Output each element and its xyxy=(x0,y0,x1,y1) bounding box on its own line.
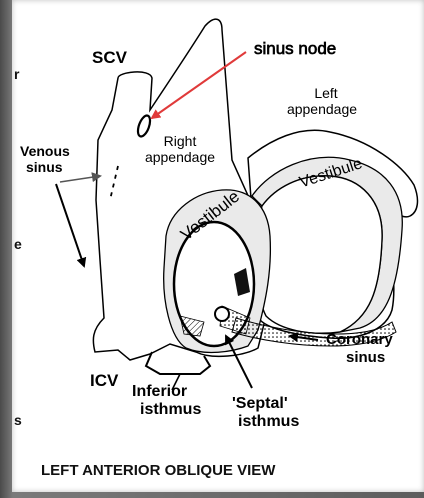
label-sinus-node: sinus node xyxy=(254,39,336,58)
label-inferior-isthmus-1: Inferior xyxy=(132,383,187,400)
inferior-isthmus-bracket xyxy=(146,352,210,374)
label-septal-isthmus-1: 'Septal' xyxy=(232,395,288,412)
label-coronary-sinus-1: Coronary xyxy=(326,331,393,348)
label-venous-sinus-2: sinus xyxy=(26,159,63,175)
label-venous-sinus-1: Venous xyxy=(20,143,70,159)
label-inferior-isthmus-2: isthmus xyxy=(140,401,201,418)
left-chamber-inner xyxy=(254,176,382,333)
label-right-appendage-2: appendage xyxy=(145,149,215,165)
figure-caption: LEFT ANTERIOR OBLIQUE VIEW xyxy=(41,462,275,479)
label-coronary-sinus-2: sinus xyxy=(346,349,385,366)
fossa-ring xyxy=(215,307,229,321)
label-right-appendage-1: Right xyxy=(164,133,197,149)
label-scv: SCV xyxy=(92,48,128,67)
label-icv: ICV xyxy=(90,371,119,390)
label-left-appendage-2: appendage xyxy=(287,101,357,117)
venous-sinus-arrow-1 xyxy=(60,176,100,182)
label-septal-isthmus-2: isthmus xyxy=(238,413,299,430)
venous-sinus-arrow-2 xyxy=(56,184,84,266)
label-left-appendage-1: Left xyxy=(314,85,337,101)
